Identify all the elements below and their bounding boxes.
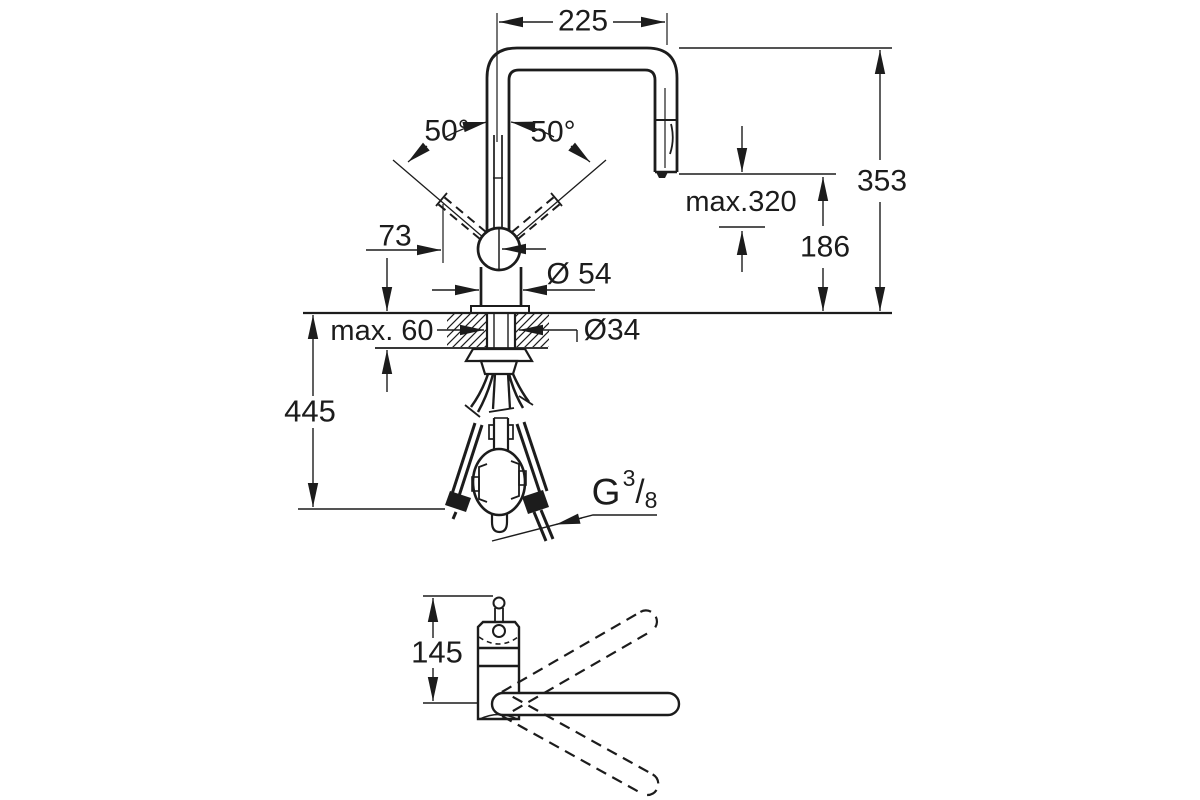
- dim-hole-diameter: Ø34: [437, 314, 640, 347]
- hose-weight-clips: [471, 460, 527, 503]
- thread-label-numerator: 3: [623, 465, 636, 491]
- lever-tip-top: [492, 596, 506, 610]
- dim-label-total-height: 353: [857, 165, 907, 198]
- lever-end-cap-left: [435, 192, 448, 207]
- spray-outlet: [656, 172, 668, 178]
- dim-lever-offset: 73: [366, 204, 546, 263]
- thread-callout: G 3 / 8: [491, 465, 658, 542]
- dim-label-spout-reach: 225: [558, 5, 608, 38]
- spray-head-shading: [669, 123, 674, 155]
- hose-end-loop: [490, 513, 509, 534]
- faucet-spout: [485, 46, 679, 231]
- dim-label-hose-length: 445: [284, 394, 336, 429]
- dim-label-max-pullout: max.320: [685, 186, 796, 218]
- angle-arrow-left: [407, 142, 430, 163]
- dim-outlet-height: 186: [800, 177, 850, 311]
- thread-label-slash: /: [635, 473, 645, 510]
- dim-max-pullout: max.320: [685, 126, 797, 272]
- under-counter-assembly: [445, 347, 555, 542]
- hose-flares: [464, 373, 534, 418]
- supply-hose-right: [515, 421, 555, 542]
- mounting-cone: [479, 359, 519, 376]
- dim-label-lever-offset: 73: [378, 220, 411, 253]
- dim-label-angle-right: 50°: [530, 116, 575, 149]
- angle-arc-top-right: [510, 121, 555, 138]
- angle-arc-top-left: [445, 121, 488, 138]
- dim-label-outlet-height: 186: [800, 231, 850, 264]
- dim-label-angle-left: 50°: [424, 115, 469, 148]
- lever-end-cap-right: [550, 192, 563, 207]
- lever-swivel-range: [392, 121, 607, 240]
- thread-label-g: G: [592, 472, 621, 513]
- top-view: 145: [411, 595, 681, 797]
- dim-spout-reach: 225: [499, 5, 665, 38]
- front-view: 225 50° 50° 73 Ø 54 max.320: [284, 5, 907, 542]
- angle-arrow-right: [568, 142, 591, 163]
- cartridge-screw: [492, 624, 506, 638]
- dim-body-depth: 145: [411, 598, 463, 701]
- mounting-flange: [464, 347, 534, 363]
- supply-hose-left: [445, 422, 484, 520]
- dim-deck-thickness: max. 60: [330, 258, 434, 392]
- hose-weight: [471, 447, 527, 517]
- dim-label-deck-thickness: max. 60: [330, 315, 433, 347]
- dim-label-hole-diameter: Ø34: [584, 314, 641, 347]
- spout-swivel-down: [501, 695, 660, 797]
- angle-line-left: [392, 159, 485, 239]
- dim-label-body-depth: 145: [411, 635, 463, 670]
- dim-total-height: 353: [857, 50, 907, 311]
- connector-nut-left: [445, 491, 471, 512]
- lever-dashed-right: [511, 196, 561, 240]
- spout-top-view: [490, 691, 681, 717]
- thread-label-denominator: 8: [645, 487, 658, 513]
- lever-dashed-left: [437, 196, 487, 240]
- dim-body-diameter: Ø 54: [432, 258, 612, 296]
- hidden-edge-arc: [478, 636, 519, 645]
- spout-swivel-up: [501, 609, 658, 712]
- connector-nut-right: [522, 490, 549, 514]
- angle-line-right: [514, 159, 607, 239]
- dim-hose-length: 445: [284, 315, 336, 507]
- pullout-hose: [488, 417, 514, 452]
- dim-label-body-diameter: Ø 54: [546, 258, 611, 291]
